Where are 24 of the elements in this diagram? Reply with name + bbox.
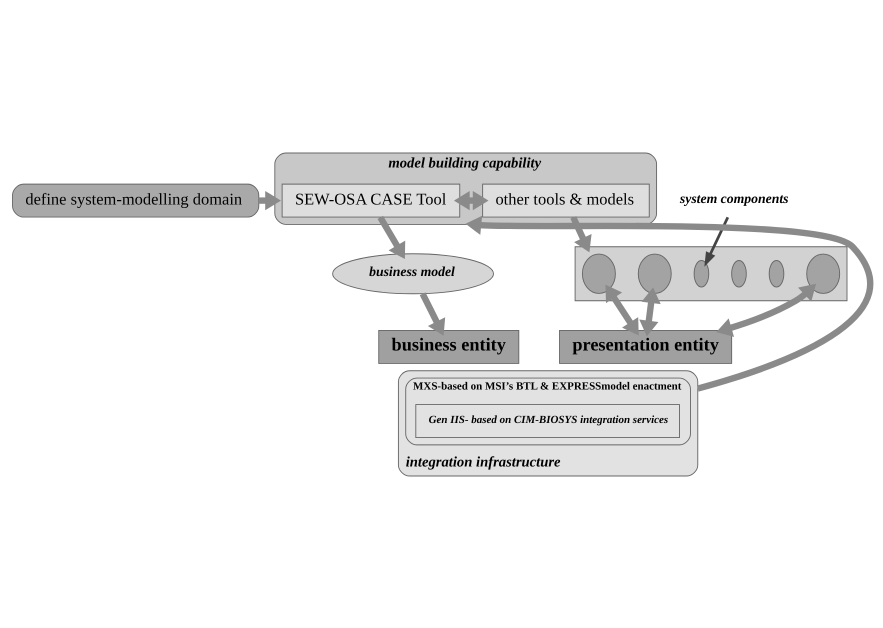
node-box: Gen IIS- based on CIM-BIOSYS integration services [415,404,680,438]
arrow [466,215,873,392]
node-box: other tools & models [482,183,650,218]
arrow [378,215,406,259]
arrow [639,286,661,336]
node-box: presentation entity [559,330,732,364]
node-text: system components [680,190,789,206]
arrow [420,292,446,336]
arrow [704,216,730,266]
node-circle [694,260,710,287]
arrow [570,216,592,252]
arrow [605,284,639,336]
node-box: define system-modelling domain [12,183,260,218]
arrow [454,190,489,210]
node-ellipse: business model [332,252,494,294]
node-circle [638,253,672,294]
node-box: SEW-OSA CASE Tool [282,183,460,218]
node-circle [731,260,747,287]
arrow [716,283,816,336]
node-circle [768,260,784,287]
arrow [258,190,281,210]
node-box: business entity [378,330,520,364]
node-circle [806,253,840,294]
node-circle [582,253,616,294]
